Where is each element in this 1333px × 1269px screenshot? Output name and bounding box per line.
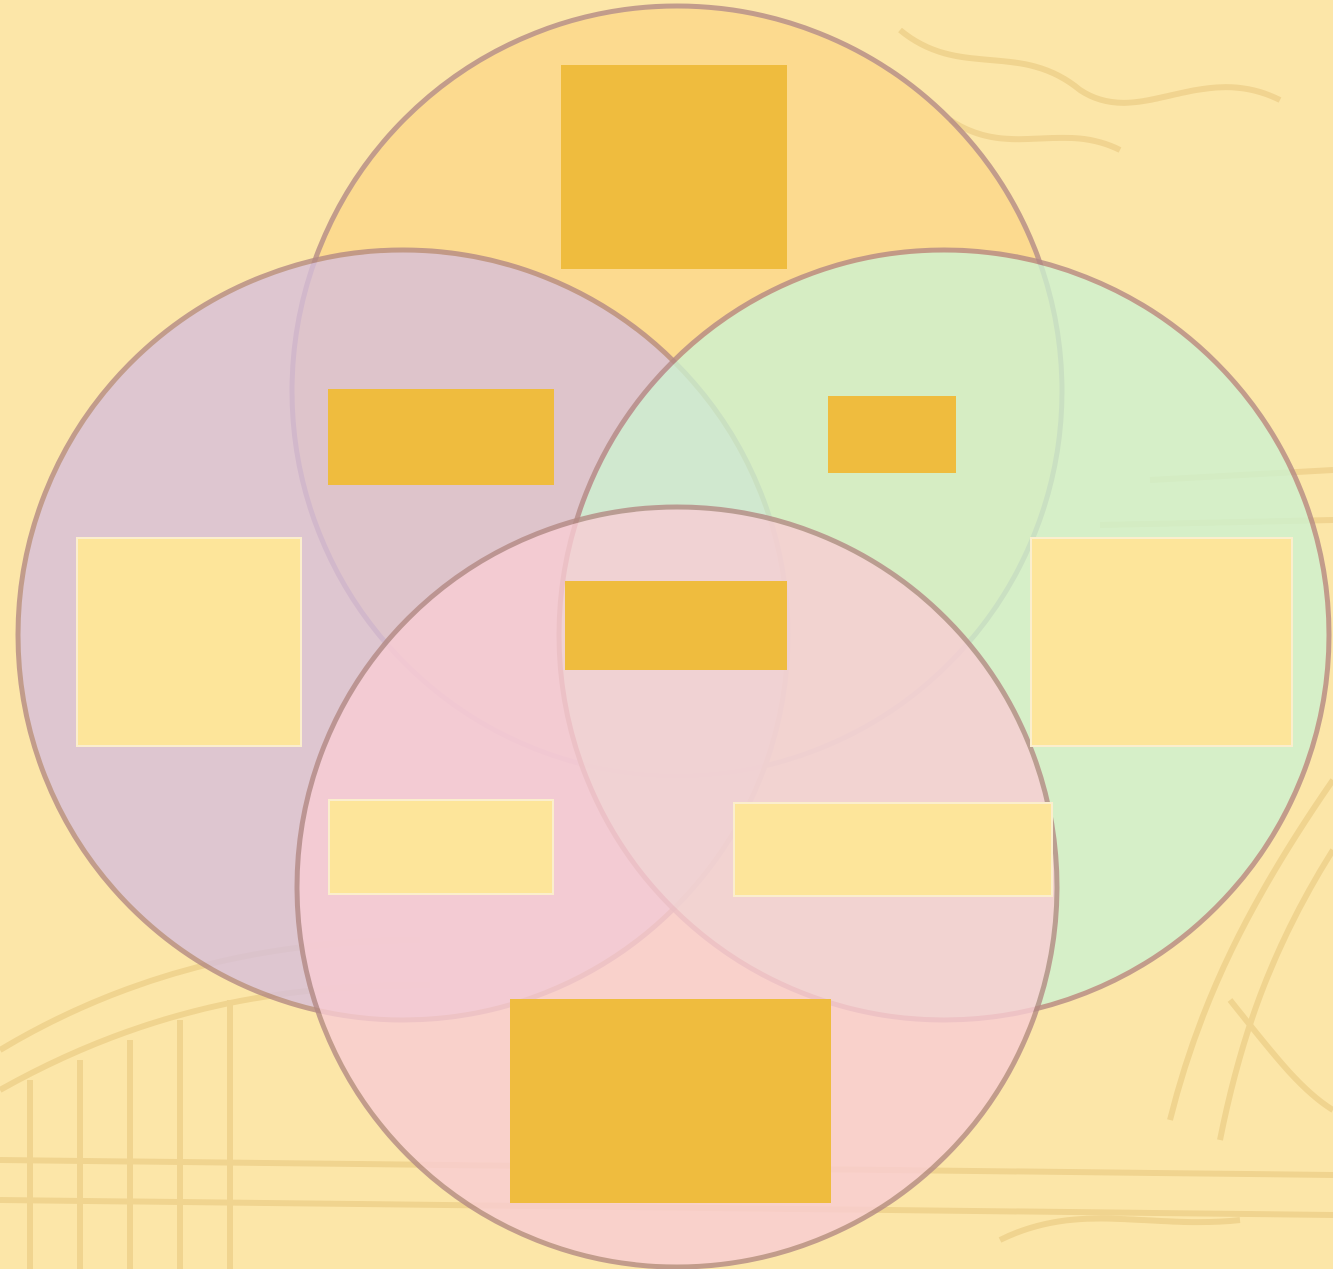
label-bottom (510, 999, 831, 1203)
label-bottom-left-overlap (328, 799, 554, 895)
label-top (561, 65, 787, 269)
label-center (565, 581, 787, 670)
label-bottom-right-overlap (733, 802, 1053, 897)
label-top-right-overlap (828, 396, 956, 473)
label-top-left-overlap (328, 389, 554, 485)
label-right (1030, 537, 1293, 747)
label-left (76, 537, 302, 747)
